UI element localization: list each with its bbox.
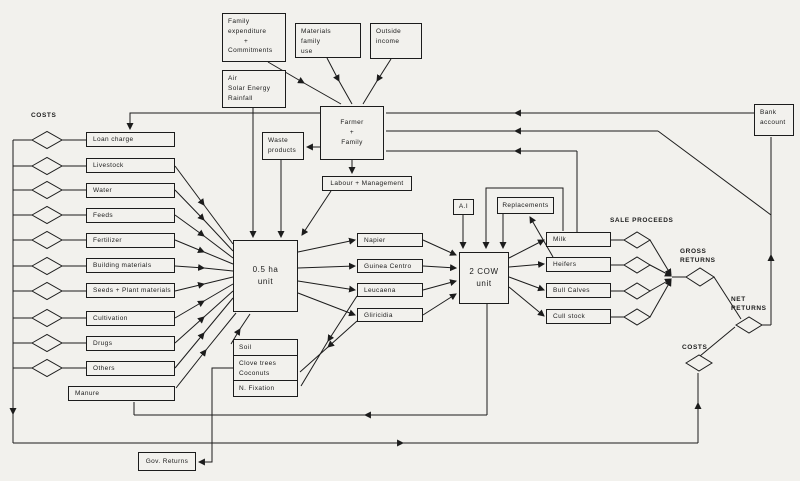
trees-row: Clove trees Coconuts <box>234 354 297 381</box>
coconuts-line: Coconuts <box>239 369 270 377</box>
cost-to-land-fan <box>174 165 251 389</box>
solar-energy-line: Solar Energy <box>228 84 271 92</box>
forage-box-leucaena: Leucaena <box>357 283 423 297</box>
soil-stack-box: Soil Clove trees Coconuts N. Fixation <box>233 339 298 397</box>
farmer-family-box: Farmer + Family <box>320 106 384 160</box>
costs-left-label: COSTS <box>31 112 57 119</box>
returns-to-farmer <box>386 109 772 232</box>
labour-management-box: Labour + Management <box>322 176 412 191</box>
forage-box-guinea-centro: Guinea Centro <box>357 259 423 273</box>
product-box-cull-stock: Cull stock <box>546 309 611 324</box>
sale-proceeds-label: SALE PROCEEDS <box>610 217 674 224</box>
ai-box: A.I <box>453 199 474 215</box>
gross-returns-line2: RETURNS <box>680 256 716 264</box>
n-fixation-row: N. Fixation <box>234 380 297 396</box>
materials-line2: family <box>301 37 321 45</box>
gov-returns-line: Gov. Returns <box>145 457 189 465</box>
waste-line2: products <box>268 146 297 154</box>
cost-box-building-materials: Building materials <box>86 258 175 273</box>
replacements-line: Replacements <box>502 201 549 209</box>
cost-box-water: Water <box>86 183 175 198</box>
half-ha-line1: 0.5 ha <box>252 265 279 274</box>
net-returns-label: NET RETURNS <box>731 296 767 314</box>
outside-income-line1: Outside <box>376 28 402 35</box>
cost-box-loan-charge: Loan charge <box>86 132 175 147</box>
replacements-box: Replacements <box>497 197 554 214</box>
cost-box-livestock: Livestock <box>86 158 175 173</box>
cost-box-feeds: Feeds <box>86 208 175 223</box>
bank-line1: Bank <box>760 109 777 116</box>
cost-box-seeds-plant-materials: Seeds + Plant materials <box>86 283 175 298</box>
cow-output-flows <box>508 239 546 317</box>
gov-returns-box: Gov. Returns <box>138 452 196 471</box>
cost-box-manure: Manure <box>68 386 175 401</box>
costs-right-label: COSTS <box>682 344 708 351</box>
net-returns-line2: RETURNS <box>731 304 767 312</box>
cost-row-connectors <box>13 139 86 369</box>
ai-line: A.I <box>458 203 469 211</box>
half-ha-line2: unit <box>257 277 274 286</box>
recycling-flows <box>133 295 488 466</box>
family-line: Family <box>341 138 363 146</box>
gross-returns-label: GROSS RETURNS <box>680 248 716 266</box>
cost-box-drugs: Drugs <box>86 336 175 351</box>
cost-box-cultivation: Cultivation <box>86 311 175 326</box>
product-box-bull-calves: Bull Calves <box>546 283 611 298</box>
air-solar-rainfall-box: Air Solar Energy Rainfall <box>222 70 286 108</box>
family-expenditure-box: Family expenditure + Commitments <box>222 13 286 62</box>
air-line: Air <box>228 75 238 82</box>
bank-account-box: Bank account <box>754 104 794 136</box>
cost-box-others: Others <box>86 361 175 376</box>
gross-returns-line1: GROSS <box>680 248 707 255</box>
forage-flows <box>297 237 458 317</box>
sale-proceeds-flows <box>611 137 775 372</box>
materials-line3: use <box>301 47 313 55</box>
cost-rail-lines <box>9 140 702 447</box>
product-box-milk: Milk <box>546 232 611 247</box>
family-expenditure-line3: + <box>244 37 249 45</box>
family-expenditure-line4: Commitments <box>228 47 273 55</box>
waste-line1: Waste <box>268 137 289 144</box>
net-returns-line1: NET <box>731 296 746 303</box>
soil-line: Soil <box>239 344 252 351</box>
half-ha-unit-box: 0.5 ha unit <box>233 240 298 312</box>
product-box-heifers: Heifers <box>546 257 611 272</box>
soil-row: Soil <box>234 340 297 355</box>
cost-box-fertilizer: Fertilizer <box>86 233 175 248</box>
two-cow-line1: 2 COW <box>469 267 499 276</box>
household-flows <box>126 57 392 239</box>
cost-diamonds <box>30 130 64 378</box>
labour-management-line: Labour + Management <box>330 179 404 187</box>
n-fixation-line: N. Fixation <box>239 385 275 393</box>
forage-box-napier: Napier <box>357 233 423 247</box>
outside-income-line2: income <box>376 37 400 45</box>
rainfall-line: Rainfall <box>228 94 253 102</box>
farmer-plus-line: + <box>349 129 355 137</box>
outside-income-box: Outside income <box>370 23 422 59</box>
two-cow-line2: unit <box>476 279 492 288</box>
waste-products-box: Waste products <box>262 132 304 160</box>
farmer-line: Farmer <box>340 119 364 127</box>
bank-line2: account <box>760 118 786 126</box>
materials-line1: Materials <box>301 28 331 35</box>
materials-family-use-box: Materials family use <box>295 23 361 58</box>
family-expenditure-line2: expenditure <box>228 27 267 35</box>
family-expenditure-line1: Family <box>228 18 250 25</box>
forage-box-gliricidia: Gliricidia <box>357 308 423 322</box>
clove-trees-line: Clove trees <box>239 359 277 367</box>
two-cow-unit-box: 2 COW unit <box>459 252 509 304</box>
cow-unit-inputs <box>459 187 564 258</box>
